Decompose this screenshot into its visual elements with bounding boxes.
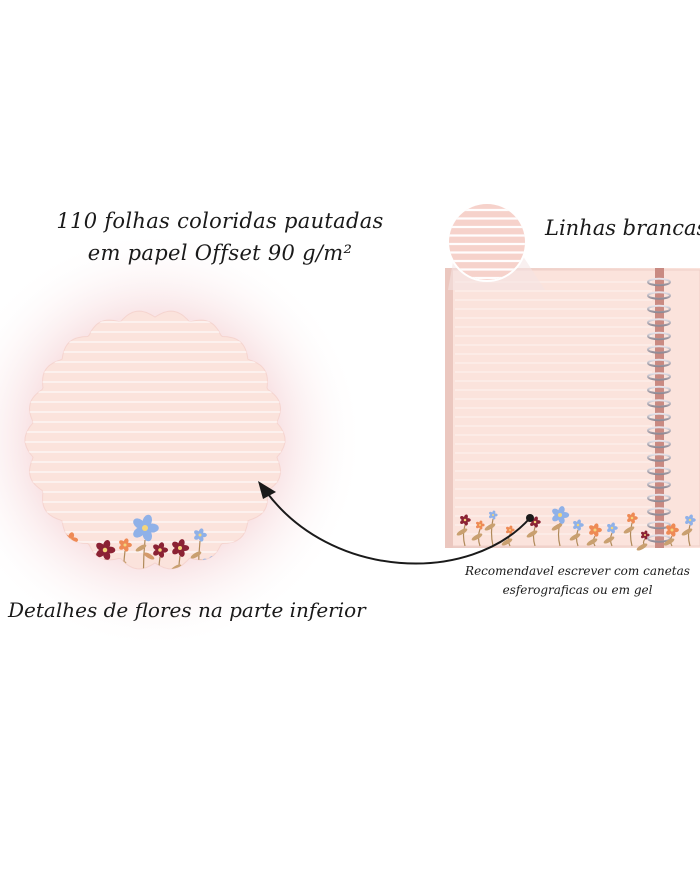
white-lines-label: Linhas brancas — [545, 216, 700, 240]
curved-arrow-icon — [258, 481, 534, 565]
headline-line-2: em papel Offset 90 g/m² — [87, 241, 353, 265]
notebook-image — [445, 268, 700, 551]
note-line-1: Recomendavel escrever com canetas — [465, 564, 690, 578]
pen-recommendation-note: Recomendavel escrever com canetas esfero… — [465, 562, 690, 600]
magnifier-circle-icon — [447, 202, 545, 290]
binder-strip — [655, 268, 664, 548]
note-line-2: esferograficas ou em gel — [502, 583, 653, 597]
headline-line-1: 110 folhas coloridas pautadas — [56, 209, 384, 233]
spiral-rings — [647, 277, 671, 543]
headline: 110 folhas coloridas pautadas em papel O… — [40, 205, 400, 269]
flower-details-caption: Detalhes de flores na parte inferior — [8, 598, 366, 622]
